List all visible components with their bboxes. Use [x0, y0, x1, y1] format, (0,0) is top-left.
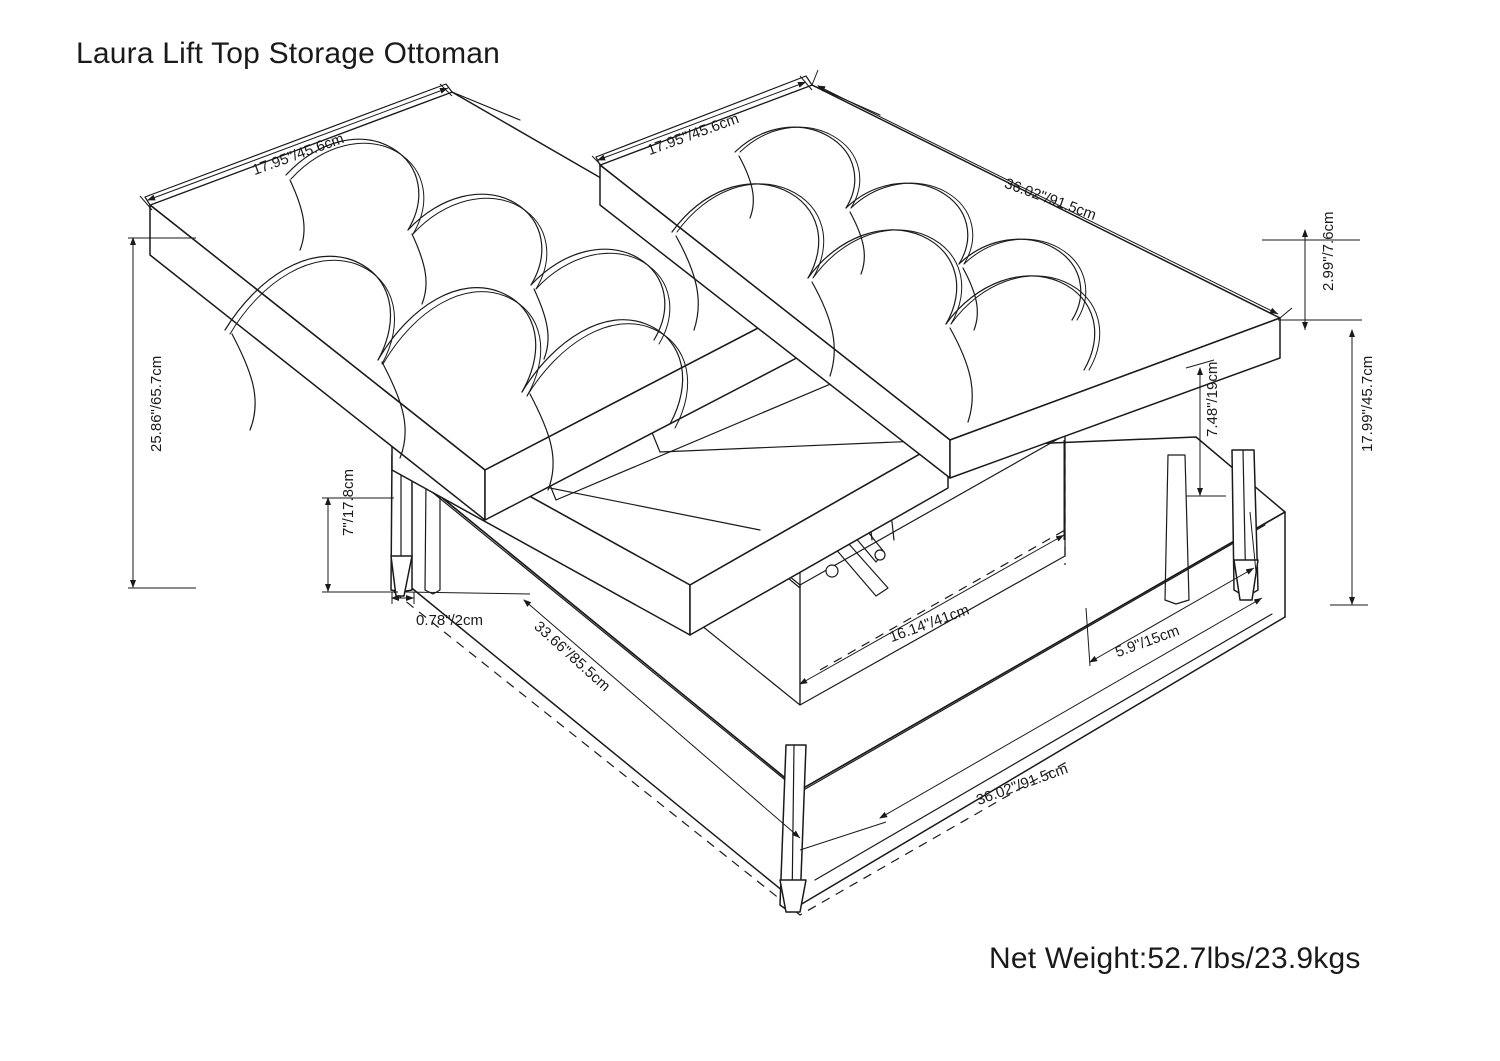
dimension-label-storage-depth: 7.48"/19cm [1204, 361, 1221, 437]
net-weight-label: Net Weight:52.7lbs/23.9kgs [989, 942, 1361, 975]
dimension-label-leg-thickness: 0.78"/2cm [416, 612, 484, 629]
dimension-label-leg-height: 7"/17.8cm [340, 468, 357, 536]
page-title: Laura Lift Top Storage Ottoman [76, 37, 501, 70]
dimension-label-overall-height: 25.86"/65.7cm [148, 355, 165, 452]
dimension-lines [128, 69, 1368, 851]
dimension-label-top-thickness: 2.99"/7.6cm [1320, 211, 1337, 291]
dimension-label-body-height: 17.99"/45.7cm [1359, 355, 1376, 452]
